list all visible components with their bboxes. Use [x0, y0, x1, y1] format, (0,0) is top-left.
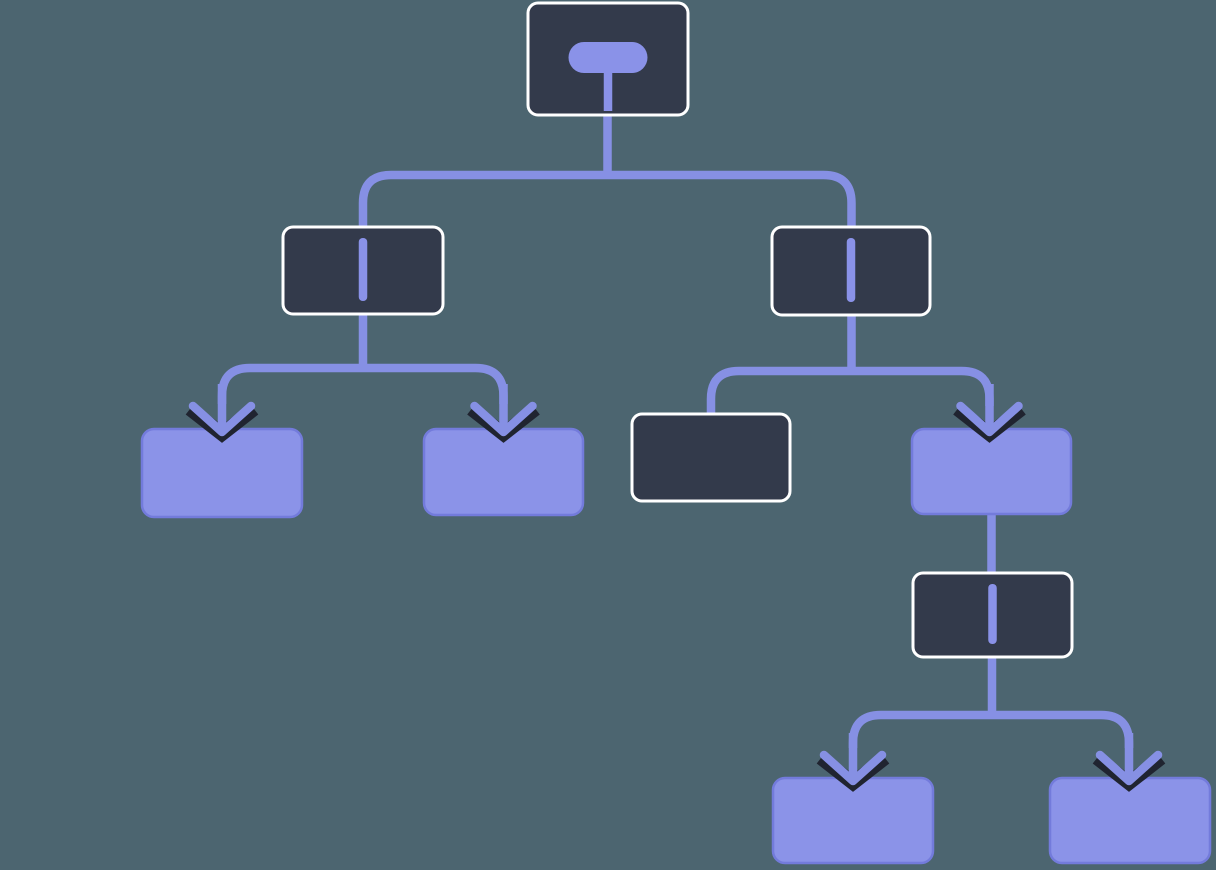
- pipe-icon: [358, 238, 368, 301]
- pipe-icon: [846, 238, 856, 302]
- edge-level1-split: [358, 170, 856, 227]
- tree-node-branch-right[interactable]: [770, 225, 932, 317]
- tree-node-leaf-3[interactable]: [910, 427, 1073, 516]
- arrow-layer: [185, 384, 1166, 792]
- tree-node-branch-left[interactable]: [281, 225, 445, 316]
- node-body: [630, 412, 792, 503]
- tree-node-empty-dark[interactable]: [630, 412, 792, 503]
- tree-node-branch-bottom[interactable]: [911, 571, 1074, 659]
- edge-bottom-split: [848, 710, 1134, 748]
- arrow-down-icon: [1092, 733, 1166, 792]
- arrow-down-icon: [953, 384, 1026, 443]
- pipe-icon: [988, 584, 997, 644]
- tree-node-root[interactable]: [526, 1, 690, 117]
- arrow-down-icon: [467, 384, 540, 443]
- node-body: [910, 427, 1073, 516]
- edge-right-split: [706, 366, 994, 414]
- arrow-down-icon: [816, 733, 890, 792]
- arrow-down-icon: [185, 384, 259, 443]
- edge-left-split: [217, 363, 508, 404]
- root-pill-icon: [568, 42, 648, 111]
